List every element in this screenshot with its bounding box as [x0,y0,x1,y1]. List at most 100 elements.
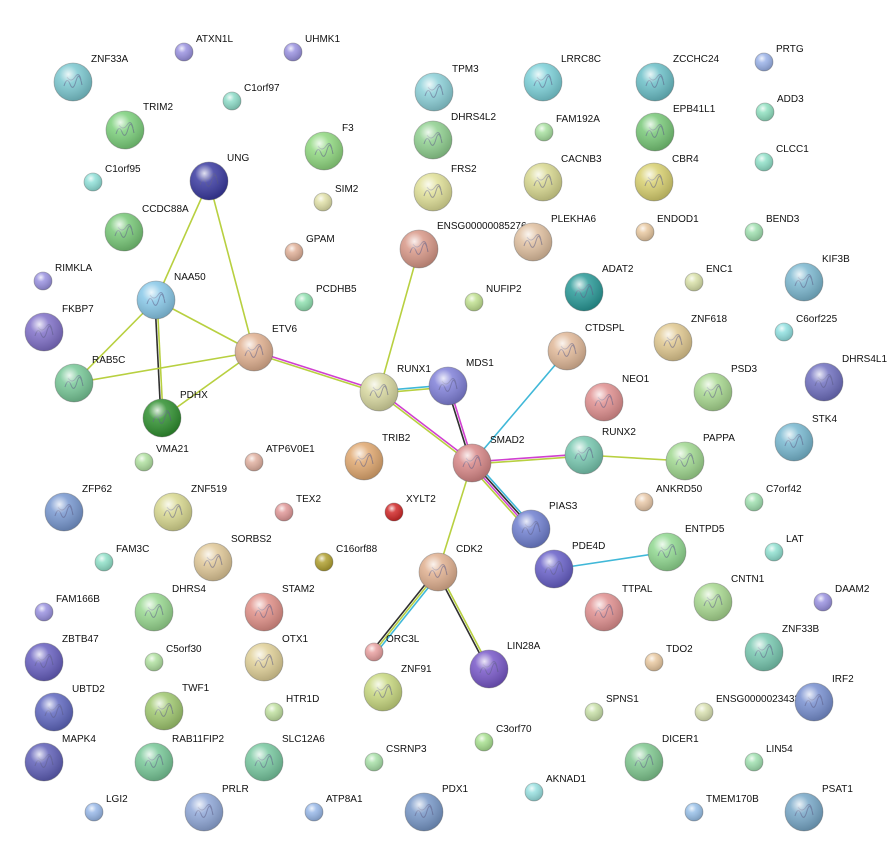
node-add3[interactable]: ADD3 [755,94,804,122]
node-uhmk1[interactable]: UHMK1 [283,34,340,62]
node-lgi2[interactable]: LGI2 [84,794,128,822]
node-htr1d[interactable]: HTR1D [264,694,319,722]
node-sorbs2[interactable]: SORBS2 [193,534,272,582]
node-nufip2[interactable]: NUFIP2 [464,284,522,312]
node-fam166b[interactable]: FAM166B [34,594,100,622]
node-znf33b[interactable]: ZNF33B [744,624,820,672]
node-cntn1[interactable]: CNTN1 [693,574,765,622]
node-orc3l[interactable]: ORC3L [364,634,420,662]
node-tmem170b[interactable]: TMEM170B [684,794,759,822]
node-c3orf70[interactable]: C3orf70 [474,724,532,752]
node-c7orf42[interactable]: C7orf42 [744,484,802,512]
node-pde4d[interactable]: PDE4D [534,541,605,589]
node-ensg00000234337[interactable]: ENSG00000234337 [694,694,806,722]
node-sim2[interactable]: SIM2 [313,184,359,212]
node-dhrs4[interactable]: DHRS4 [134,584,206,632]
node-psat1[interactable]: PSAT1 [784,784,853,832]
node-zcchc24[interactable]: ZCCHC24 [635,54,720,102]
node-ccdc88a[interactable]: CCDC88A [104,204,189,252]
node-slc12a6[interactable]: SLC12A6 [244,734,325,782]
node-ensg00000085276[interactable]: ENSG00000085276 [399,221,527,269]
node-ubtd2[interactable]: UBTD2 [34,684,105,732]
node-mds1[interactable]: MDS1 [428,358,494,406]
node-dhrs4l1[interactable]: DHRS4L1 [804,354,887,402]
node-xylt2[interactable]: XYLT2 [384,494,436,522]
node-pcdhb5[interactable]: PCDHB5 [294,284,357,312]
node-daam2[interactable]: DAAM2 [813,584,870,612]
node-smad2[interactable]: SMAD2 [452,435,525,483]
node-entpd5[interactable]: ENTPD5 [647,524,725,572]
node-frs2[interactable]: FRS2 [413,164,477,212]
node-ctdspl[interactable]: CTDSPL [547,323,625,371]
node-spns1[interactable]: SPNS1 [584,694,639,722]
node-c16orf88[interactable]: C16orf88 [314,544,378,572]
node-lat[interactable]: LAT [764,534,804,562]
node-kif3b[interactable]: KIF3B [784,254,850,302]
node-adat2[interactable]: ADAT2 [564,264,634,312]
node-mapk4[interactable]: MAPK4 [24,734,96,782]
node-znf33a[interactable]: ZNF33A [53,54,129,102]
node-dhrs4l2[interactable]: DHRS4L2 [413,112,496,160]
node-cacnb3[interactable]: CACNB3 [523,154,602,202]
node-naa50[interactable]: NAA50 [136,272,206,320]
node-c1orf97[interactable]: C1orf97 [222,83,280,111]
node-pdx1[interactable]: PDX1 [404,784,469,832]
node-runx1[interactable]: RUNX1 [359,364,431,412]
node-aknad1[interactable]: AKNAD1 [524,774,586,802]
node-neo1[interactable]: NEO1 [584,374,650,422]
node-cdk2[interactable]: CDK2 [418,544,483,592]
node-zfp62[interactable]: ZFP62 [44,484,112,532]
node-znf618[interactable]: ZNF618 [653,314,728,362]
node-clcc1[interactable]: CLCC1 [754,144,809,172]
node-c5orf30[interactable]: C5orf30 [144,644,202,672]
node-psd3[interactable]: PSD3 [693,364,758,412]
node-plekha6[interactable]: PLEKHA6 [513,214,596,262]
node-lrrc8c[interactable]: LRRC8C [523,54,601,102]
node-rab11fip2[interactable]: RAB11FIP2 [134,734,224,782]
node-vma21[interactable]: VMA21 [134,444,189,472]
node-runx2[interactable]: RUNX2 [564,427,636,475]
node-tex2[interactable]: TEX2 [274,494,321,522]
node-tpm3[interactable]: TPM3 [414,64,479,112]
node-epb41l1[interactable]: EPB41L1 [635,104,716,152]
node-pappa[interactable]: PAPPA [665,433,735,481]
node-cbr4[interactable]: CBR4 [634,154,699,202]
node-stam2[interactable]: STAM2 [244,584,315,632]
node-bend3[interactable]: BEND3 [744,214,800,242]
node-dicer1[interactable]: DICER1 [624,734,699,782]
node-fkbp7[interactable]: FKBP7 [24,304,94,352]
node-tdo2[interactable]: TDO2 [644,644,693,672]
node-stk4[interactable]: STK4 [774,414,837,462]
node-f3[interactable]: F3 [304,123,354,171]
node-gpam[interactable]: GPAM [284,234,335,262]
node-pias3[interactable]: PIAS3 [511,501,578,549]
node-znf519[interactable]: ZNF519 [153,484,228,532]
node-rimkla[interactable]: RIMKLA [33,263,93,291]
node-prtg[interactable]: PRTG [754,44,804,72]
node-pdhx[interactable]: PDHX [142,390,208,438]
node-etv6[interactable]: ETV6 [234,324,297,372]
node-endod1[interactable]: ENDOD1 [635,214,699,242]
node-prlr[interactable]: PRLR [184,784,249,832]
node-ankrd50[interactable]: ANKRD50 [634,484,703,512]
node-trib2[interactable]: TRIB2 [344,433,411,481]
node-atp8a1[interactable]: ATP8A1 [304,794,363,822]
node-lin28a[interactable]: LIN28A [469,641,541,689]
node-zbtb47[interactable]: ZBTB47 [24,634,99,682]
node-atp6v0e1[interactable]: ATP6V0E1 [244,444,315,472]
node-otx1[interactable]: OTX1 [244,634,309,682]
node-twf1[interactable]: TWF1 [144,683,210,731]
node-ttpal[interactable]: TTPAL [584,584,653,632]
node-enc1[interactable]: ENC1 [684,264,733,292]
node-fam192a[interactable]: FAM192A [534,114,600,142]
node-c6orf225[interactable]: C6orf225 [774,314,838,342]
node-irf2[interactable]: IRF2 [794,674,854,722]
node-trim2[interactable]: TRIM2 [105,102,173,150]
node-c1orf95[interactable]: C1orf95 [83,164,141,192]
node-atxn1l[interactable]: ATXN1L [174,34,233,62]
node-csrnp3[interactable]: CSRNP3 [364,744,427,772]
node-fam3c[interactable]: FAM3C [94,544,149,572]
node-ung[interactable]: UNG [189,153,249,201]
node-lin54[interactable]: LIN54 [744,744,793,772]
node-znf91[interactable]: ZNF91 [363,664,432,712]
